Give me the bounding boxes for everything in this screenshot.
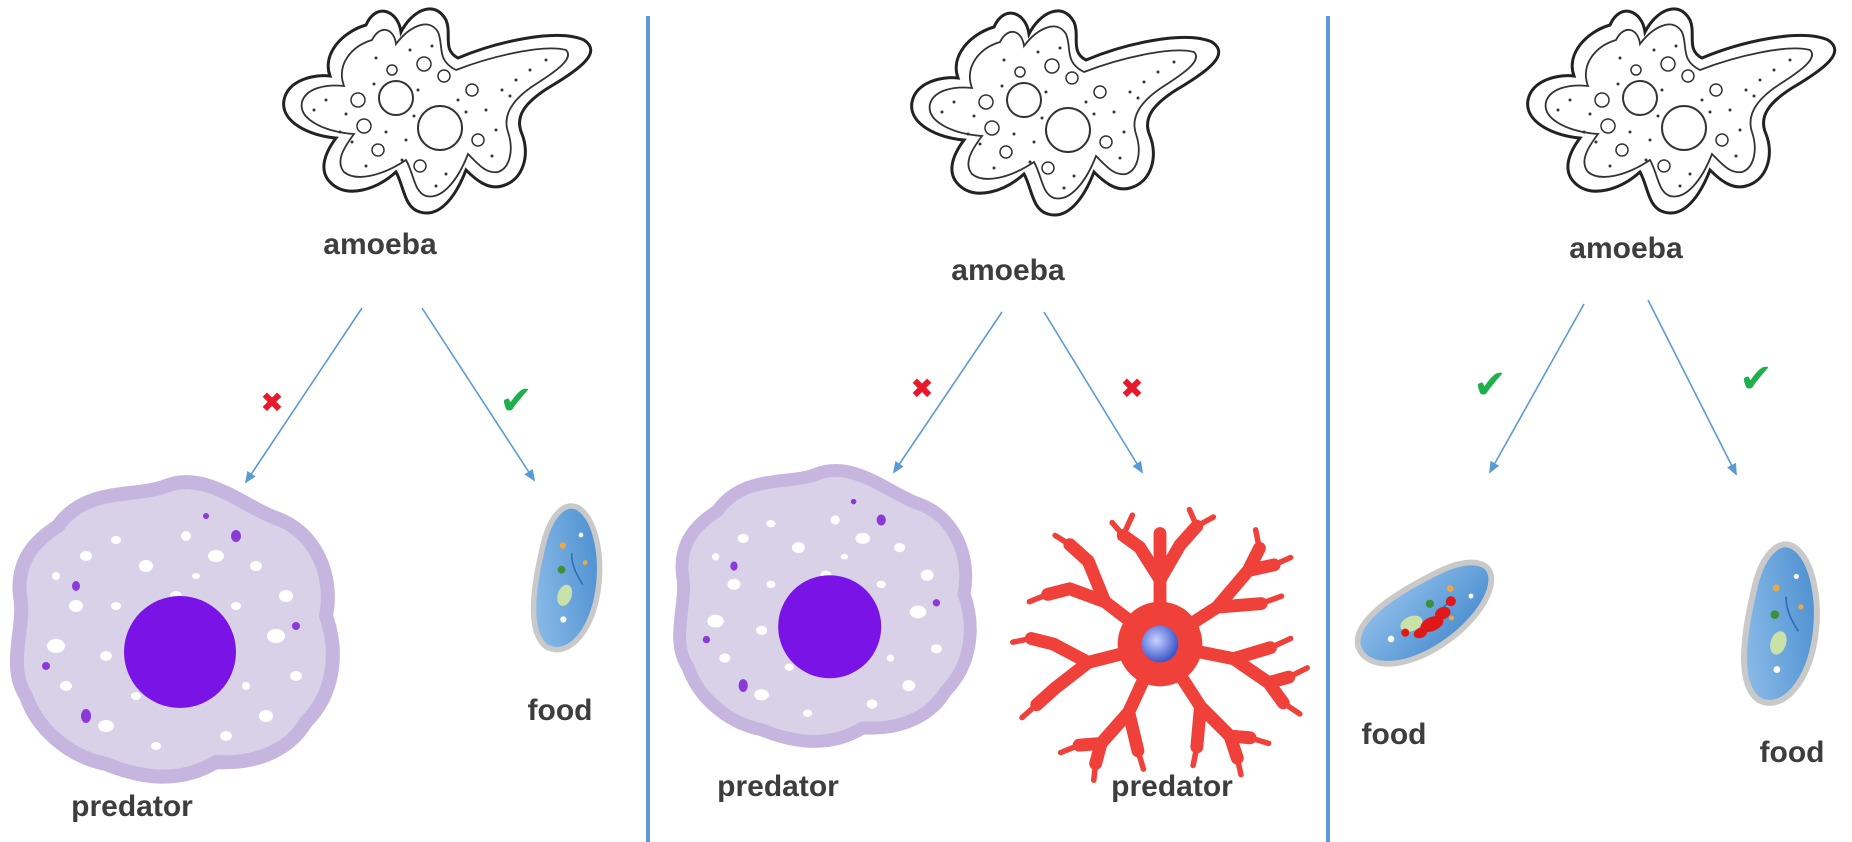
panel-3-food-b-check-mark: ✔: [1739, 356, 1773, 402]
panel-2-arrow-to-predator-a: [892, 311, 1003, 474]
panel-1-amoeba-label: amoeba: [323, 228, 437, 261]
panel-1-predator-label: predator: [71, 790, 193, 823]
panel-1-predator-cross-mark: ✖: [260, 386, 284, 419]
panel-3-arrow-to-food-b: [1647, 299, 1737, 476]
panel-2-predator-b-cross-mark: ✖: [1120, 372, 1144, 405]
panel-3-paramecium-icon-b: [1721, 539, 1841, 712]
panel-3-food-a-label: food: [1361, 718, 1427, 751]
panel-1-food-check-mark: ✔: [499, 378, 533, 424]
panel-2-dendritic-cell-icon: [1013, 510, 1307, 780]
panel-1-macrophage-icon: [17, 482, 333, 777]
panel-3-amoeba-icon: [1526, 7, 1837, 215]
panel-3-paramecium-icon-a: [1343, 554, 1509, 677]
panel-3-arrow-to-food-a: [1489, 303, 1585, 474]
panel-1-paramecium-icon: [513, 501, 622, 658]
panel-1-food-label: food: [527, 694, 593, 727]
panel-divider-1: [646, 16, 650, 842]
panel-3-food-b-label: food: [1759, 736, 1825, 769]
panel-3-food-a-check-mark: ✔: [1473, 362, 1507, 408]
panel-3-digested-particles: [1401, 596, 1456, 639]
panel-1-arrow-to-predator: [244, 307, 363, 484]
panel-2-predator-a-label: predator: [717, 770, 839, 803]
panel-3-amoeba-label: amoeba: [1569, 232, 1683, 265]
panel-2-macrophage-icon: [680, 470, 971, 741]
panel-2-predator-b-label: predator: [1111, 770, 1233, 803]
panel-divider-2: [1326, 16, 1330, 842]
panel-2-arrow-to-predator-b: [1043, 311, 1144, 474]
panel-1-amoeba-icon: [282, 7, 593, 215]
panel-2-amoeba-label: amoeba: [951, 254, 1065, 287]
panel-2-amoeba-icon: [910, 9, 1221, 217]
panel-1-arrow-to-food: [421, 307, 536, 482]
panel-2-predator-a-cross-mark: ✖: [910, 372, 934, 405]
